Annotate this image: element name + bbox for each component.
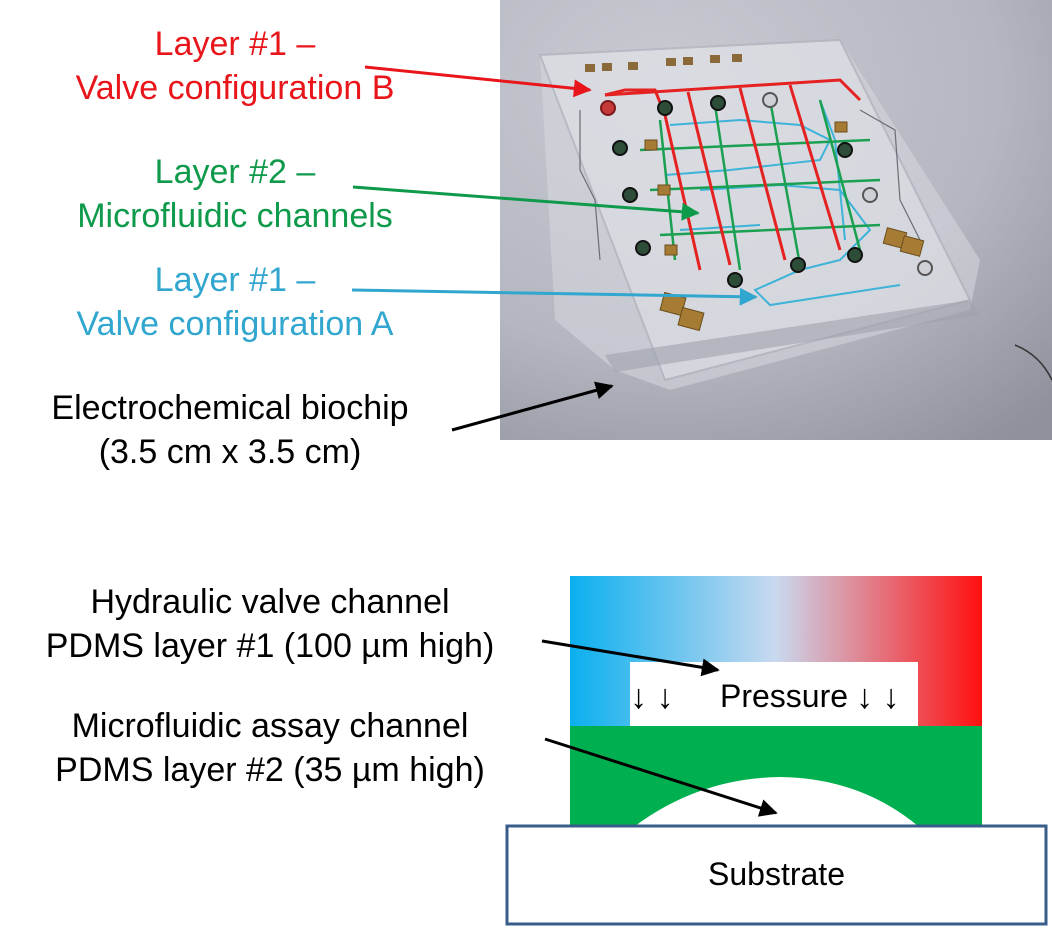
label-valve-config-a: Layer #1 – Valve configuration A bbox=[40, 258, 430, 346]
biochip-line1: Electrochemical biochip bbox=[51, 389, 409, 427]
assay-line1: Microfluidic assay channel bbox=[71, 707, 469, 745]
valve-a-line2: Valve configuration A bbox=[76, 305, 394, 343]
arrow-assay bbox=[544, 737, 778, 817]
biochip-line2: (3.5 cm x 3.5 cm) bbox=[98, 433, 362, 471]
pressure-arrows-left: ↓ ↓ bbox=[630, 678, 674, 716]
hydraulic-line1: Hydraulic valve channel bbox=[90, 583, 450, 621]
assay-channel bbox=[635, 777, 918, 826]
label-hydraulic-valve-channel: Hydraulic valve channel PDMS layer #1 (1… bbox=[10, 580, 530, 668]
arrow-hydraulic bbox=[541, 639, 720, 677]
microfluidic-line1: Layer #2 – bbox=[154, 153, 316, 191]
pressure-label: Pressure bbox=[720, 678, 849, 714]
biochip-photo bbox=[500, 0, 1052, 440]
pdms-layer-2 bbox=[570, 726, 982, 826]
label-electrochemical-biochip: Electrochemical biochip (3.5 cm x 3.5 cm… bbox=[20, 386, 440, 474]
valve-a-line1: Layer #1 – bbox=[154, 261, 316, 299]
substrate-label: Substrate bbox=[708, 856, 845, 892]
valve-b-line1: Layer #1 – bbox=[154, 25, 316, 63]
assay-line2: PDMS layer #2 (35 µm high) bbox=[55, 751, 485, 789]
label-microfluidic-assay-channel: Microfluidic assay channel PDMS layer #2… bbox=[10, 704, 530, 792]
hydraulic-line2: PDMS layer #1 (100 µm high) bbox=[45, 627, 495, 665]
label-valve-config-b: Layer #1 – Valve configuration B bbox=[40, 22, 430, 110]
valve-b-line2: Valve configuration B bbox=[75, 69, 395, 107]
pressure-arrows-right: ↓ ↓ bbox=[856, 678, 900, 716]
microfluidic-line2: Microfluidic channels bbox=[77, 197, 393, 235]
label-microfluidic-channels: Layer #2 – Microfluidic channels bbox=[40, 150, 430, 238]
